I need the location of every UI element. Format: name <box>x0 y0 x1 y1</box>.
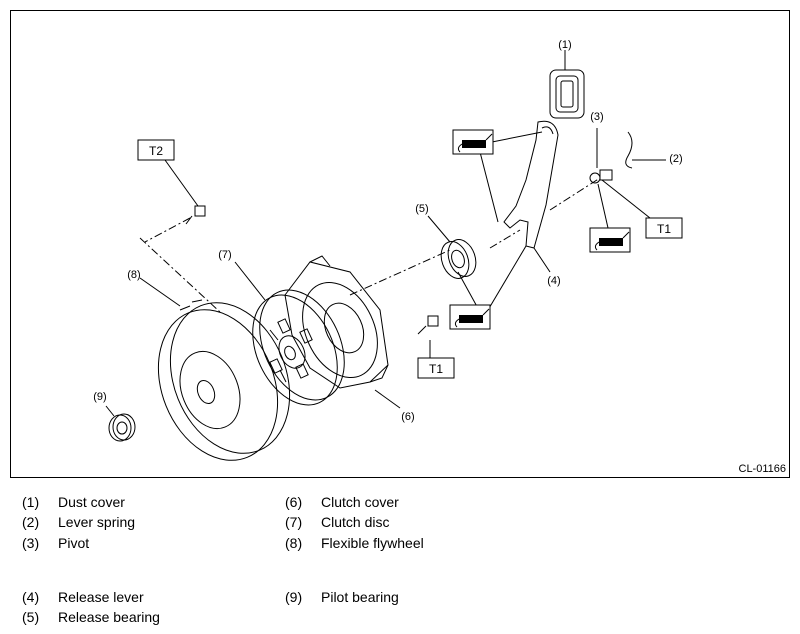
lever-spring-drawing <box>625 131 633 169</box>
grease-icon <box>452 129 494 155</box>
legend-label-clutch-disc: Clutch disc <box>321 514 390 530</box>
svg-text:T2: T2 <box>149 144 163 158</box>
callout-8: (8) <box>127 269 140 281</box>
svg-text:T1: T1 <box>429 362 443 376</box>
callout-5: (5) <box>415 203 428 215</box>
legend-label-pivot: Pivot <box>58 535 90 551</box>
pilot-bearing-drawing <box>108 413 136 442</box>
callout-3: (3) <box>590 111 603 123</box>
pivot-drawing <box>589 169 613 184</box>
legend-num-7: (7) <box>285 514 303 530</box>
callout-7: (7) <box>218 249 231 261</box>
bolt-t2-drawing <box>185 205 206 225</box>
dust-cover-drawing <box>549 69 585 119</box>
callout-9: (9) <box>93 391 106 403</box>
legend-label-clutch-cover: Clutch cover <box>321 494 399 510</box>
legend-num-4: (4) <box>22 589 40 605</box>
diagram-frame <box>10 10 790 478</box>
grease-icon <box>449 304 491 330</box>
release-lever-drawing <box>503 120 559 249</box>
torque-tag-t1-pivot: T1 <box>645 217 683 239</box>
legend-label-dust-cover: Dust cover <box>58 494 125 510</box>
clutch-cover-drawing <box>284 255 389 389</box>
torque-tag-t2: T2 <box>137 139 175 161</box>
release-bearing-drawing <box>440 239 477 279</box>
grease-arrows <box>457 131 609 313</box>
legend-num-1: (1) <box>22 494 40 510</box>
legend-num-5: (5) <box>22 609 40 625</box>
legend-num-2: (2) <box>22 514 40 530</box>
legend-label-flexible-flywheel: Flexible flywheel <box>321 535 424 551</box>
callout-1: (1) <box>558 39 571 51</box>
callout-2: (2) <box>669 153 682 165</box>
legend-label-lever-spring: Lever spring <box>58 514 136 530</box>
torque-tag-t1-bolt: T1 <box>417 357 455 379</box>
grease-icon <box>589 227 631 253</box>
bolt-t1-drawing <box>417 315 439 335</box>
figure-id: CL-01166 <box>739 463 787 475</box>
legend-num-6: (6) <box>285 494 303 510</box>
exploded-clutch-diagram: (1) (2) (3) (4) (5) (6) (7) (8) (9) T2 T… <box>93 39 787 475</box>
legend-label-release-bearing: Release bearing <box>58 609 160 625</box>
callout-6: (6) <box>401 411 414 423</box>
flexible-flywheel-drawing <box>157 299 291 461</box>
legend-label-release-lever: Release lever <box>58 589 144 605</box>
assembly-axis-lines <box>139 177 601 313</box>
callout-4: (4) <box>547 275 560 287</box>
svg-text:T1: T1 <box>657 222 671 236</box>
legend-label-pilot-bearing: Pilot bearing <box>321 589 399 605</box>
leader-lines <box>105 50 666 417</box>
legend-num-9: (9) <box>285 589 303 605</box>
clutch-disc-drawing <box>252 289 345 406</box>
legend-num-3: (3) <box>22 535 40 551</box>
legend-num-8: (8) <box>285 535 303 551</box>
